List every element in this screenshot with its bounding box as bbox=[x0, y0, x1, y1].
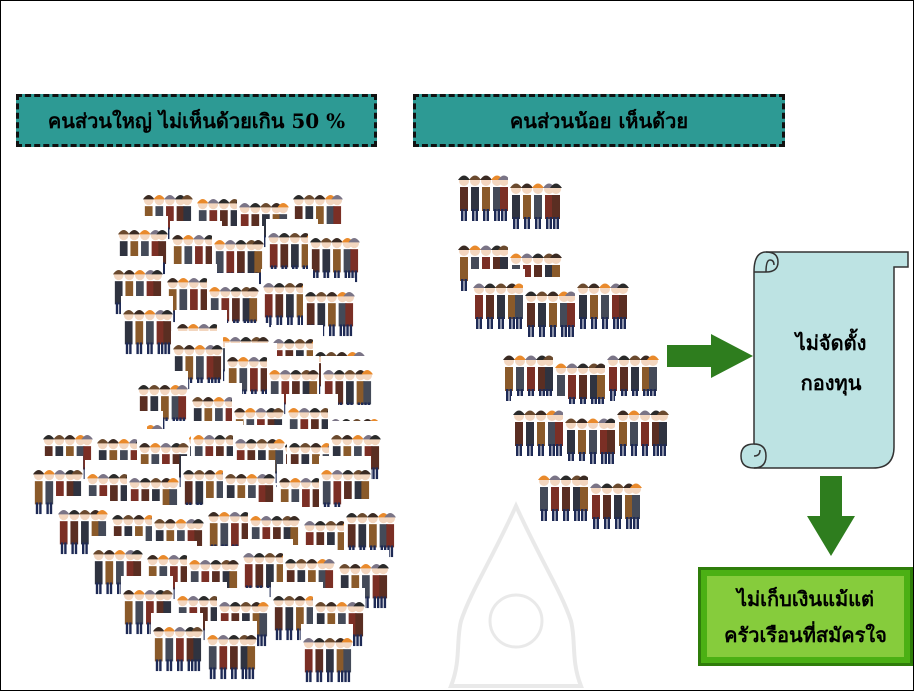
crowd-group bbox=[605, 341, 659, 403]
arrow-down-icon bbox=[807, 476, 855, 556]
crowd-group bbox=[536, 461, 590, 523]
crowd-group bbox=[456, 161, 510, 223]
crowd-group bbox=[511, 396, 565, 458]
scroll-shape bbox=[740, 251, 909, 469]
crowd-group bbox=[121, 576, 173, 636]
arrow-right-icon bbox=[667, 334, 753, 378]
crowd-group bbox=[588, 469, 642, 531]
result-line-2: ครัวเรือนที่สมัครใจ bbox=[724, 622, 887, 647]
crowd-group bbox=[501, 341, 555, 403]
scroll-text: ไม่จัดตั้ง กองทุน bbox=[761, 323, 901, 403]
result-box: ไม่เก็บเงินแม้แต่ ครัวเรือนที่สมัครใจ bbox=[698, 567, 913, 666]
crowd-group bbox=[205, 621, 257, 681]
crowd-group bbox=[308, 224, 360, 284]
minority-label: คนส่วนน้อย เห็นด้วย bbox=[413, 94, 785, 147]
crowd-group bbox=[121, 296, 173, 356]
crowd-group bbox=[575, 269, 629, 331]
crowd-group bbox=[151, 613, 203, 673]
minority-label-text: คนส่วนน้อย เห็นด้วย bbox=[509, 108, 689, 133]
crowd-group bbox=[563, 404, 617, 466]
crowd-group bbox=[303, 278, 355, 338]
scroll-line-1: ไม่จัดตั้ง bbox=[795, 331, 867, 355]
crowd-group bbox=[471, 269, 525, 331]
result-line-1: ไม่เก็บเงินแม้แต่ bbox=[736, 586, 875, 611]
majority-label-text: คนส่วนใหญ่ ไม่เห็นด้วยเกิน 50 % bbox=[47, 108, 346, 133]
result-text: ไม่เก็บเงินแม้แต่ ครัวเรือนที่สมัครใจ bbox=[707, 576, 904, 657]
crowd-group bbox=[508, 169, 562, 231]
majority-label: คนส่วนใหญ่ ไม่เห็นด้วยเกิน 50 % bbox=[16, 94, 377, 147]
scroll-line-2: กองทุน bbox=[800, 371, 862, 395]
temple-watermark bbox=[448, 501, 584, 688]
crowd-group bbox=[523, 277, 577, 339]
crowd-group bbox=[615, 396, 669, 458]
crowd-group bbox=[301, 624, 353, 684]
